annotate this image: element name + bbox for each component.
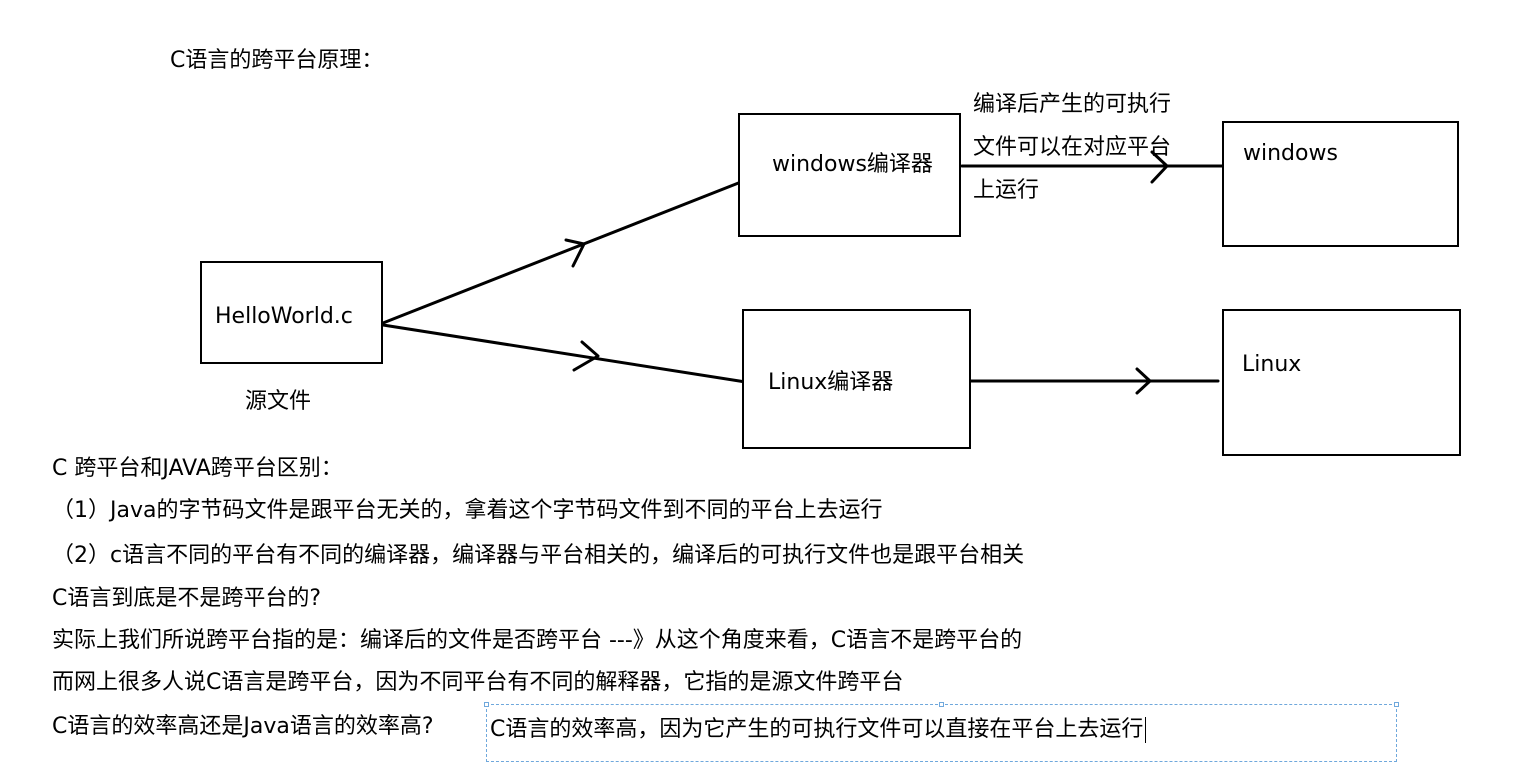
windows-compiler-box <box>738 113 961 237</box>
question-cross-platform: C语言到底是不是跨平台的? <box>52 586 322 611</box>
arrowhead-linux-compiler-to-linux <box>1135 367 1152 395</box>
resize-handle-top-right[interactable] <box>1394 702 1399 707</box>
source-file-box <box>200 261 383 364</box>
arrowhead-source-to-windows-compiler <box>564 238 586 268</box>
linux-compiler-label: Linux编译器 <box>768 370 894 395</box>
resize-handle-top-middle[interactable] <box>939 702 944 707</box>
linux-compiler-box <box>742 309 971 449</box>
executable-note-line-1: 编译后产生的可执行 <box>973 92 1172 117</box>
arrowhead-source-to-linux-compiler <box>572 340 600 372</box>
efficiency-answer-textbox[interactable] <box>484 702 1399 762</box>
source-file-caption: 源文件 <box>245 389 312 414</box>
arrow-source-to-linux-compiler <box>381 323 754 385</box>
executable-note-line-2: 文件可以在对应平台 <box>973 135 1172 160</box>
source-file-label: HelloWorld.c <box>215 304 353 329</box>
resize-handle-top-left[interactable] <box>484 702 489 707</box>
answer-cross-platform-2: 而网上很多人说C语言是跨平台，因为不同平台有不同的解释器，它指的是源文件跨平台 <box>52 670 904 695</box>
question-efficiency: C语言的效率高还是Java语言的效率高? <box>52 714 434 739</box>
comparison-item-2: （2）c语言不同的平台有不同的编译器，编译器与平台相关的，编译后的可执行文件也是… <box>52 543 1025 568</box>
comparison-heading: C 跨平台和JAVA跨平台区别： <box>52 456 343 481</box>
executable-note-line-3: 上运行 <box>973 178 1040 203</box>
linux-target-label: Linux <box>1242 352 1302 377</box>
windows-target-label: windows <box>1243 141 1338 166</box>
text-cursor <box>1145 717 1146 743</box>
answer-cross-platform-1: 实际上我们所说跨平台指的是：编译后的文件是否跨平台 ---》从这个角度来看，C语… <box>52 628 1023 653</box>
comparison-item-1: （1）Java的字节码文件是跟平台无关的，拿着这个字节码文件到不同的平台上去运行 <box>52 498 883 523</box>
efficiency-answer-text[interactable]: C语言的效率高，因为它产生的可执行文件可以直接在平台上去运行 <box>490 717 1144 742</box>
linux-target-box <box>1222 309 1461 456</box>
windows-compiler-label: windows编译器 <box>772 152 933 177</box>
arrowhead-windows-compiler-to-windows <box>1150 150 1169 184</box>
windows-target-box <box>1222 121 1459 247</box>
arrow-source-to-windows-compiler <box>381 180 743 325</box>
diagram-title: C语言的跨平台原理： <box>170 48 384 73</box>
